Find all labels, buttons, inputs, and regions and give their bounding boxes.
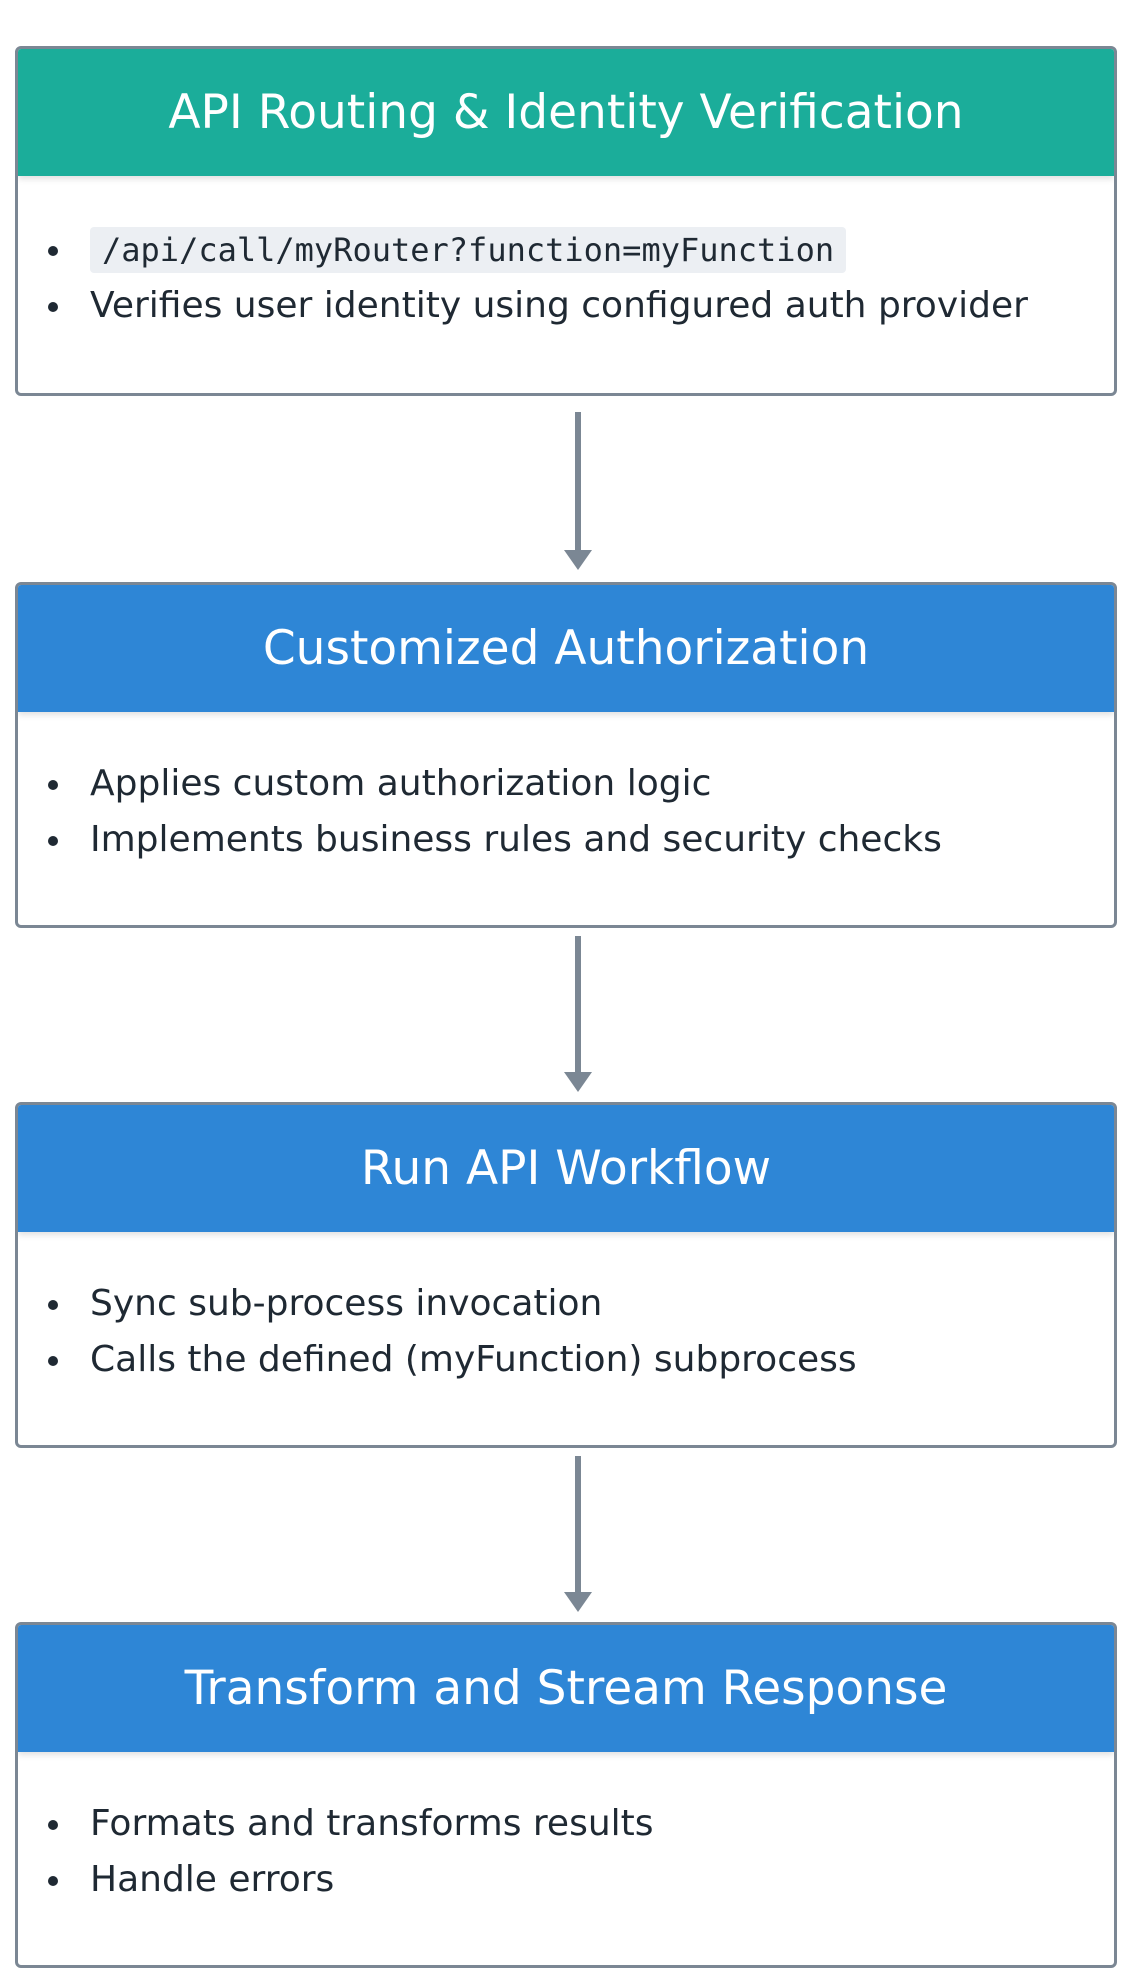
list-item: Handle errors [18,1852,1114,1908]
step-transform-stream-response: Transform and Stream Response Formats an… [15,1622,1117,1968]
arrow-down-icon [564,412,592,570]
step-api-routing: API Routing & Identity Verification /api… [15,46,1117,396]
list-item: Formats and transforms results [18,1796,1114,1852]
route-code: /api/call/myRouter?function=myFunction [90,227,847,273]
step-run-api-workflow: Run API Workflow Sync sub-process invoca… [15,1102,1117,1448]
step-title: Customized Authorization [18,585,1114,712]
arrow-down-icon [564,936,592,1092]
step-bullet-list: /api/call/myRouter?function=myFunction V… [18,222,1114,334]
step-bullet-list: Applies custom authorization logic Imple… [18,756,1114,868]
step-customized-authorization: Customized Authorization Applies custom … [15,582,1117,928]
step-bullet-list: Formats and transforms results Handle er… [18,1796,1114,1908]
list-item: /api/call/myRouter?function=myFunction [18,222,1114,278]
step-title: API Routing & Identity Verification [18,49,1114,176]
list-item: Applies custom authorization logic [18,756,1114,812]
list-item: Implements business rules and security c… [18,812,1114,868]
list-item: Verifies user identity using configured … [18,278,1114,334]
list-item: Calls the defined (myFunction) subproces… [18,1332,1114,1388]
arrow-down-icon [564,1456,592,1612]
list-item: Sync sub-process invocation [18,1276,1114,1332]
step-title: Transform and Stream Response [18,1625,1114,1752]
step-bullet-list: Sync sub-process invocation Calls the de… [18,1276,1114,1388]
step-title: Run API Workflow [18,1105,1114,1232]
